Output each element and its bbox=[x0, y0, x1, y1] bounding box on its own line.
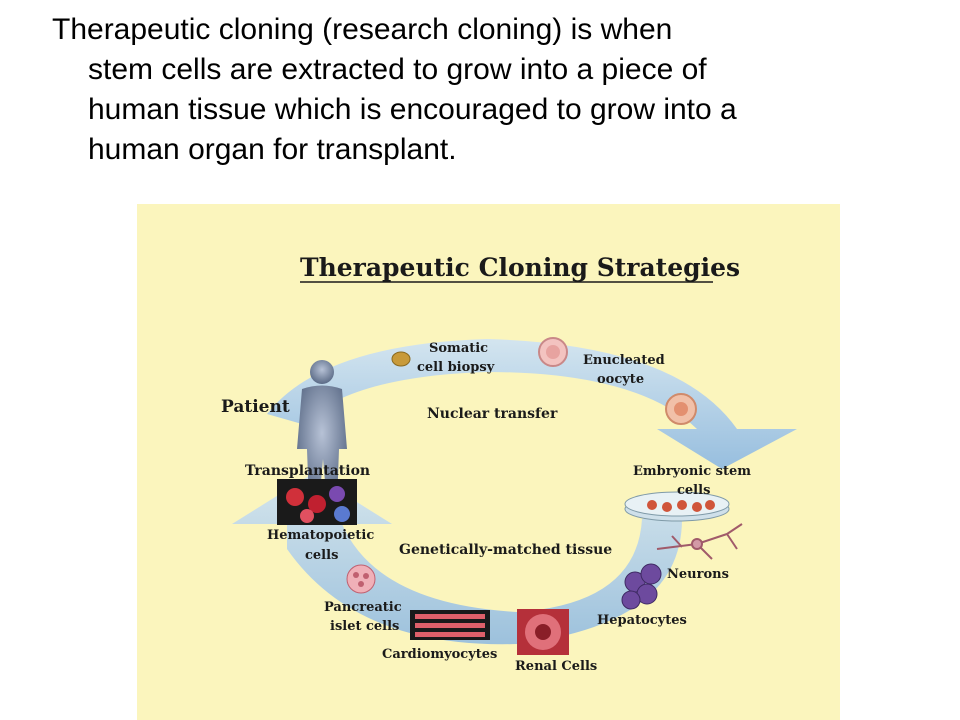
islet-cell-icon bbox=[346, 564, 376, 594]
oocyte-icon bbox=[538, 337, 568, 367]
oocyte-nucleus-icon bbox=[665, 393, 697, 425]
blood-cells-icon bbox=[277, 479, 357, 525]
label-pancreatic-2: islet cells bbox=[330, 619, 399, 634]
cloning-diagram: Therapeutic Cloning Strategies bbox=[137, 204, 840, 720]
label-hemato-1: Hematopoietic bbox=[267, 528, 374, 543]
label-matched-tissue: Genetically-matched tissue bbox=[399, 542, 612, 558]
label-embryonic-2: cells bbox=[677, 483, 710, 498]
label-hemato-2: cells bbox=[305, 548, 338, 563]
label-transplantation: Transplantation bbox=[245, 463, 370, 479]
label-pancreatic-1: Pancreatic bbox=[324, 600, 402, 615]
cardiomyocyte-icon bbox=[410, 610, 490, 640]
label-cardiomyocytes: Cardiomyocytes bbox=[382, 647, 497, 662]
label-nuclear-transfer: Nuclear transfer bbox=[427, 406, 558, 422]
label-enucleated-1: Enucleated bbox=[583, 353, 665, 368]
renal-cell-icon bbox=[517, 609, 569, 655]
caption-line-4: human organ for transplant. bbox=[88, 133, 457, 166]
label-neurons: Neurons bbox=[667, 567, 729, 582]
diagram-title: Therapeutic Cloning Strategies bbox=[300, 253, 740, 282]
person-silhouette-icon bbox=[297, 360, 347, 504]
upper-arrow bbox=[267, 339, 797, 469]
label-renal: Renal Cells bbox=[515, 659, 597, 674]
label-somatic-1: Somatic bbox=[429, 341, 488, 356]
caption-text: Therapeutic cloning (research cloning) i… bbox=[52, 10, 932, 170]
label-somatic-2: cell biopsy bbox=[417, 360, 495, 375]
neuron-icon bbox=[656, 523, 743, 560]
caption-line-2: stem cells are extracted to grow into a … bbox=[88, 53, 707, 86]
hepatocyte-icon bbox=[621, 563, 662, 610]
dish-icon bbox=[624, 491, 730, 522]
label-hepatocytes: Hepatocytes bbox=[597, 613, 687, 628]
label-enucleated-2: oocyte bbox=[597, 372, 644, 387]
caption-line-1: Therapeutic cloning (research cloning) i… bbox=[52, 13, 673, 46]
label-patient: Patient bbox=[221, 397, 290, 417]
caption-line-3: human tissue which is encouraged to grow… bbox=[88, 93, 737, 126]
somatic-cell-icon bbox=[391, 351, 411, 367]
label-embryonic-1: Embryonic stem bbox=[633, 464, 751, 479]
